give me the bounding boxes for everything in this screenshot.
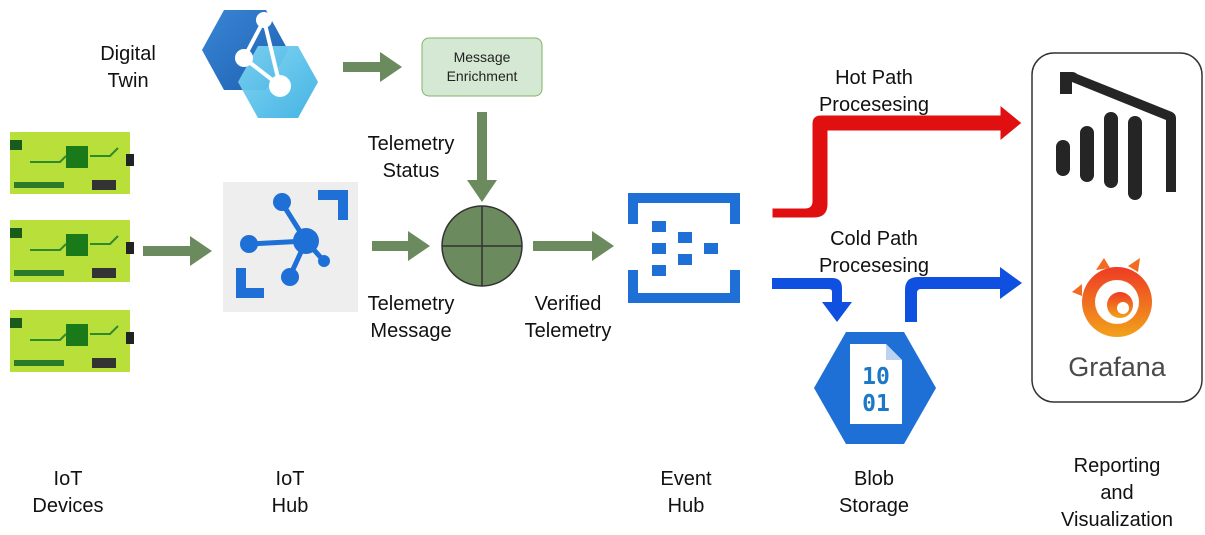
- digital-twins-icon: [202, 10, 318, 118]
- label-event-hub-1: Event: [660, 468, 712, 490]
- label-telemetry-message-2: Message: [370, 320, 451, 342]
- label-digital-twin-1: Digital: [100, 43, 156, 65]
- label-iot-hub-2: Hub: [272, 495, 309, 517]
- iot-board-icon: [10, 220, 134, 282]
- label-hot-path-1: Hot Path: [835, 67, 913, 89]
- iot-board-icon: [10, 132, 134, 194]
- label-verified-telemetry-1: Verified: [535, 293, 602, 315]
- filter-circle-icon: [441, 205, 523, 287]
- blob-bits-2: 01: [862, 391, 890, 417]
- arrow-hub-to-filter: [372, 231, 430, 261]
- label-digital-twin-2: Twin: [107, 70, 148, 92]
- arrow-filter-to-eventhub: [533, 231, 614, 261]
- arrow-devices-to-hub: [143, 236, 212, 266]
- label-cold-path-1: Cold Path: [830, 228, 918, 250]
- label-telemetry-status-1: Telemetry: [368, 133, 455, 155]
- message-enrichment-box: Message Enrichment: [421, 37, 543, 97]
- grafana-icon: Grafana: [1068, 258, 1167, 382]
- cold-path-arrow-to-blob: [772, 278, 852, 322]
- label-event-hub-2: Hub: [668, 495, 705, 517]
- arrow-twin-to-enrichment: [343, 52, 402, 82]
- hot-path-arrow: [771, 103, 1023, 219]
- label-telemetry-message-1: Telemetry: [368, 293, 455, 315]
- label-iot-devices-1: IoT: [54, 468, 83, 490]
- label-reporting-1: Reporting: [1074, 455, 1161, 477]
- iot-devices-group: [10, 132, 134, 372]
- label-reporting-3: Visualization: [1061, 509, 1173, 531]
- label-telemetry-status-2: Status: [383, 160, 440, 182]
- message-enrichment-label-1: Message: [454, 49, 511, 65]
- label-iot-hub-1: IoT: [276, 468, 305, 490]
- iot-board-icon: [10, 310, 134, 372]
- label-reporting-2: and: [1100, 482, 1133, 504]
- blob-bits-1: 10: [862, 364, 890, 390]
- label-verified-telemetry-2: Telemetry: [525, 320, 612, 342]
- power-bi-icon: [1056, 72, 1176, 200]
- label-iot-devices-2: Devices: [32, 495, 103, 517]
- label-cold-path-2: Procesesing: [819, 255, 929, 277]
- reporting-container: [1031, 52, 1203, 403]
- iot-hub-icon: [223, 182, 358, 312]
- label-blob-storage-1: Blob: [854, 468, 894, 490]
- blob-storage-icon: 10 01: [814, 332, 936, 444]
- cold-path-arrow-to-grafana: [905, 267, 1022, 322]
- event-hub-icon: [628, 193, 740, 303]
- grafana-wordmark: Grafana: [1068, 352, 1167, 382]
- message-enrichment-label-2: Enrichment: [447, 68, 518, 84]
- label-blob-storage-2: Storage: [839, 495, 909, 517]
- arrow-enrichment-to-filter: [467, 112, 497, 202]
- label-hot-path-2: Procesesing: [819, 94, 929, 116]
